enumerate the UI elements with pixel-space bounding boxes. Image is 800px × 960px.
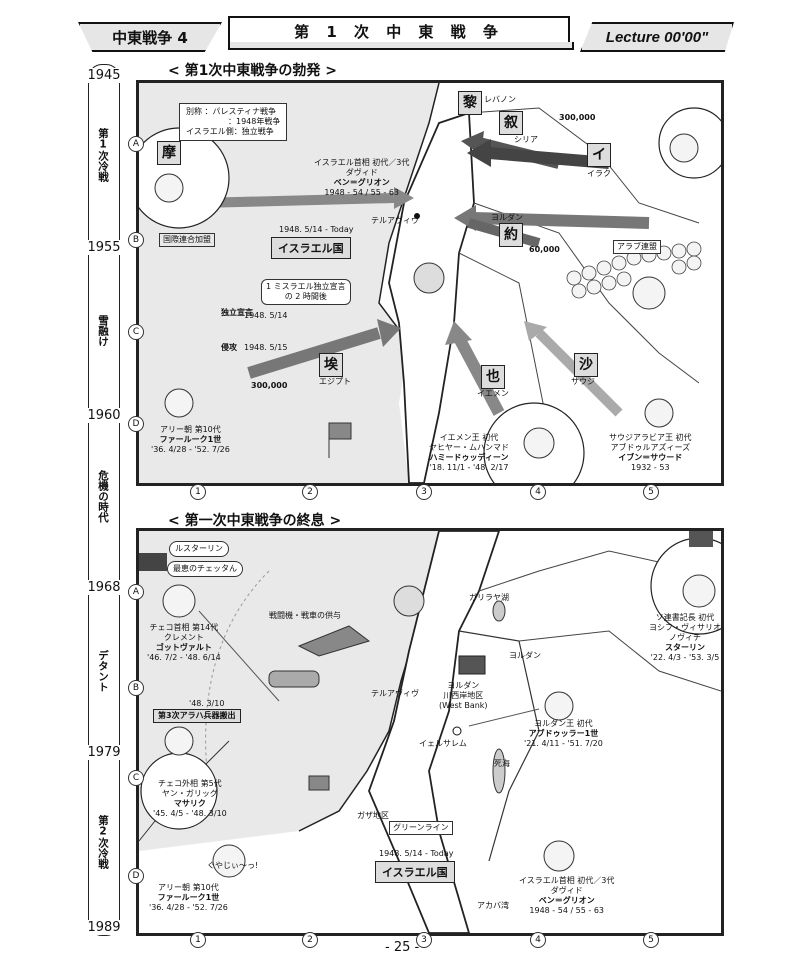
announce-note: 1 ミスラエル独立宣言の 2 時間後 (261, 279, 351, 305)
farouk-label-1: アリー朝 第10代ファールーク1世'36. 4/28 - '52. 7/26 (151, 425, 230, 454)
timeline-bar (88, 64, 120, 936)
col-marker: 3 (416, 484, 432, 500)
jordan-label-2: ヨルダン (509, 651, 541, 660)
telaviv-label: テルアヴィヴ (371, 216, 419, 225)
war-name-box: 別称 ：パレスティナ戦争：1948年戦争イスラエル側：独立戦争 (179, 103, 288, 141)
iraq-kanji: イ (587, 143, 611, 167)
col-marker: 3 (416, 932, 432, 948)
gottwald-label: チェコ首相 第14代クレメントゴットヴァルト'46. 7/2 - '48. 6/… (147, 623, 221, 662)
col-marker: 5 (643, 932, 659, 948)
row-marker: B (128, 232, 144, 248)
saudi-kanji: 沙 (574, 353, 598, 377)
saudi-label: サウジ (571, 377, 595, 386)
gaza-label: ガザ地区 (357, 811, 389, 820)
page-title: 第 1 次 中 東 戦 争 (228, 16, 570, 46)
year-label: 1968 (82, 580, 126, 595)
invasion-tag: 侵攻 (221, 343, 237, 352)
arab-league-tag: アラブ連盟 (613, 240, 661, 254)
era-label: 第1次冷戦 (97, 128, 109, 182)
panel2-title: < 第一次中東戦争の終息 > (168, 513, 342, 529)
row-marker: D (128, 416, 144, 432)
title-underbar (228, 42, 574, 50)
col-marker: 1 (190, 484, 206, 500)
jordan-troops: 60,000 (529, 245, 560, 254)
shout-text: ぐやじぃ〜っ! (207, 861, 259, 870)
dead-sea-label: 死海 (494, 759, 510, 768)
egypt-label: エジプト (319, 377, 351, 386)
era-label: 雪融け (97, 315, 109, 347)
era-label: デタント (97, 650, 109, 692)
syria-kanji: 叙 (499, 111, 523, 135)
row-marker: B (128, 680, 144, 696)
hamid-label: イエメン王 初代ヤヒヤー・ムハンマドハミードゥッディーン'18. 11/1 - … (429, 433, 509, 472)
col-marker: 2 (302, 932, 318, 948)
plane-label: 戦闘機・戦車の供与 (269, 611, 341, 620)
chapter-tab: 中東戦争 4 (78, 22, 222, 52)
egypt-kanji: 埃 (319, 353, 343, 377)
egypt-troops: 300,000 (251, 381, 288, 390)
westbank-label: ヨルダン川西岸地区(West Bank) (439, 681, 488, 710)
israel-date-2: 1948. 5/14 - Today (379, 849, 454, 858)
green-line-label: グリーンライン (389, 821, 453, 835)
stalin-label: ソ連書記長 初代ヨシフ・ヴィサリオノヴィチスターリン'22. 4/3 - '53… (649, 613, 721, 662)
farouk-label-2: アリー朝 第10代ファールーク1世'36. 4/28 - '52. 7/26 (149, 883, 228, 912)
jordan-kanji: 約 (499, 223, 523, 247)
panel1-map: 別称 ：パレスティナ戦争：1948年戦争イスラエル側：独立戦争 摩 国際連合加盟… (136, 80, 724, 486)
year-label: 1979 (82, 745, 126, 760)
israel-box: イスラエル国 (271, 237, 351, 259)
year-label: 1960 (82, 408, 126, 423)
row-marker: D (128, 868, 144, 884)
year-label: 1945 (82, 68, 126, 83)
syria-label: シリア (514, 135, 538, 144)
col-marker: 4 (530, 932, 546, 948)
year-label: 1989 (82, 920, 126, 935)
yemen-kanji: 也 (481, 365, 505, 389)
col-marker: 1 (190, 932, 206, 948)
galilee-label: ガリラヤ湖 (469, 593, 509, 602)
israel-box-2: イスラエル国 (375, 861, 455, 883)
date-5-15: 1948. 5/15 (244, 343, 288, 352)
masaryk-label: チェコ外相 第5代ヤン・ガリッグマサリク'45. 4/5 - '48. 3/10 (153, 779, 227, 818)
era-label: 危機の時代 (97, 470, 109, 523)
col-marker: 2 (302, 484, 318, 500)
un-member-note: 国際連合加盟 (159, 233, 215, 247)
abdullah-label: ヨルダン王 初代アブドゥッラー1世'21. 4/11 - '51. 7/20 (524, 719, 603, 748)
syria-troops: 300,000 (559, 113, 596, 122)
panel1-title: < 第1次中東戦争の勃発 > (168, 63, 337, 79)
lecture-tab: Lecture 00'00" (580, 22, 734, 52)
page-number: - 25 - (385, 940, 420, 955)
era-label: 第2次冷戦 (97, 815, 109, 869)
telaviv-label-2: テルアヴィヴ (371, 689, 419, 698)
akaba-label: アカバ湾 (477, 901, 509, 910)
czech-bubble: 最恵のチェッタん (167, 561, 243, 577)
lebanon-label: レバノン (484, 95, 516, 104)
date-5-14: 1948. 5/14 (244, 311, 288, 320)
year-label: 1955 (82, 240, 126, 255)
panel2-map: ルスターリン 最恵のチェッタん チェコ首相 第14代クレメントゴットヴァルト'4… (136, 528, 724, 936)
lebanon-kanji: 黎 (458, 91, 482, 115)
independence-tag: 独立宣言 (221, 308, 253, 317)
row-marker: C (128, 324, 144, 340)
morocco-kanji: 摩 (157, 141, 181, 165)
arms-box: 第3次アラハ兵器搬出 (153, 709, 241, 723)
yemen-label: イエメン (477, 389, 509, 398)
iraq-label: イラク (587, 169, 611, 178)
row-marker: C (128, 770, 144, 786)
death-date: '48. 3/10 (189, 699, 225, 708)
row-marker: A (128, 584, 144, 600)
col-marker: 4 (530, 484, 546, 500)
jerusalem-label: イェルサレム (419, 739, 467, 748)
row-marker: A (128, 136, 144, 152)
jordan-label: ヨルダン (491, 213, 523, 222)
col-marker: 5 (643, 484, 659, 500)
panel1-map-svg (139, 83, 721, 483)
stalin-bubble: ルスターリン (169, 541, 229, 557)
israel-date: 1948. 5/14 - Today (279, 225, 354, 234)
